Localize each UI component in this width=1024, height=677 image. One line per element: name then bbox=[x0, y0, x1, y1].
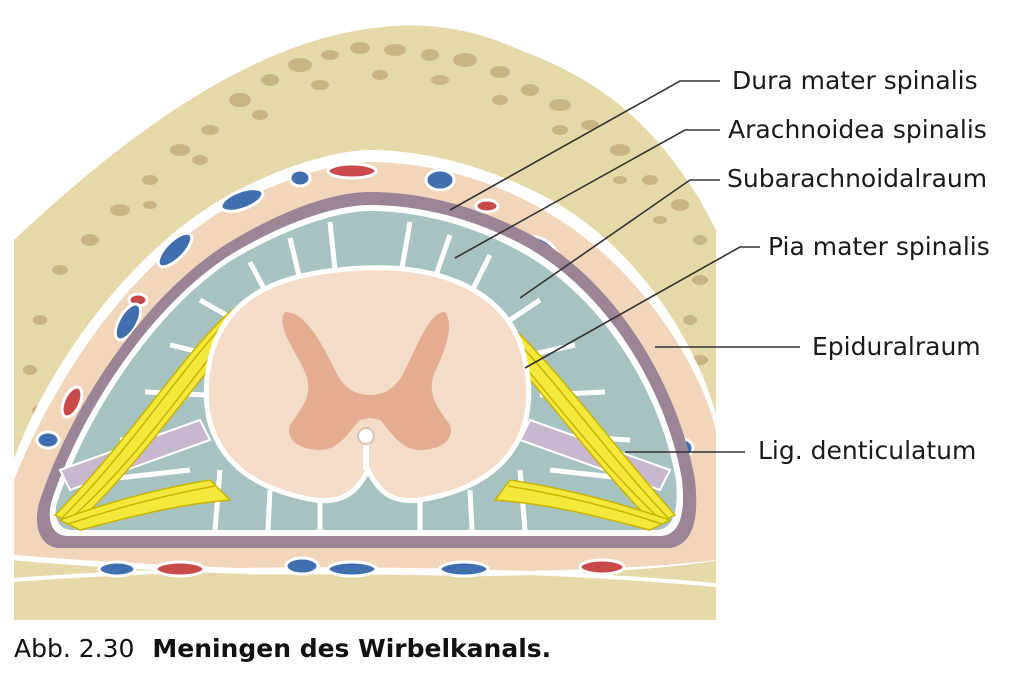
figure-caption: Abb. 2.30 Meningen des Wirbelkanals. bbox=[14, 633, 551, 665]
caption-number: Abb. 2.30 bbox=[14, 634, 135, 663]
label-subarachnoidalraum: Subarachnoidalraum bbox=[727, 164, 988, 193]
leader-lines bbox=[449, 80, 800, 453]
central-canal bbox=[357, 427, 375, 445]
label-epiduralraum: Epiduralraum bbox=[812, 332, 981, 361]
label-dura-mater: Dura mater spinalis bbox=[732, 66, 978, 95]
caption-title: Meningen des Wirbelkanals. bbox=[152, 634, 552, 663]
bone-pores bbox=[23, 42, 708, 415]
leader-arachnoid bbox=[454, 129, 720, 259]
label-pia-mater: Pia mater spinalis bbox=[768, 232, 990, 261]
grey-matter bbox=[282, 312, 451, 450]
label-arachnoidea: Arachnoidea spinalis bbox=[728, 115, 987, 144]
leader-dura bbox=[449, 80, 720, 211]
vertebral-body bbox=[14, 574, 716, 620]
leader-pia bbox=[524, 246, 760, 369]
label-lig-denticulatum: Lig. denticulatum bbox=[758, 436, 977, 465]
meninges-diagram bbox=[14, 25, 800, 620]
leader-subarachnoid bbox=[519, 179, 720, 299]
